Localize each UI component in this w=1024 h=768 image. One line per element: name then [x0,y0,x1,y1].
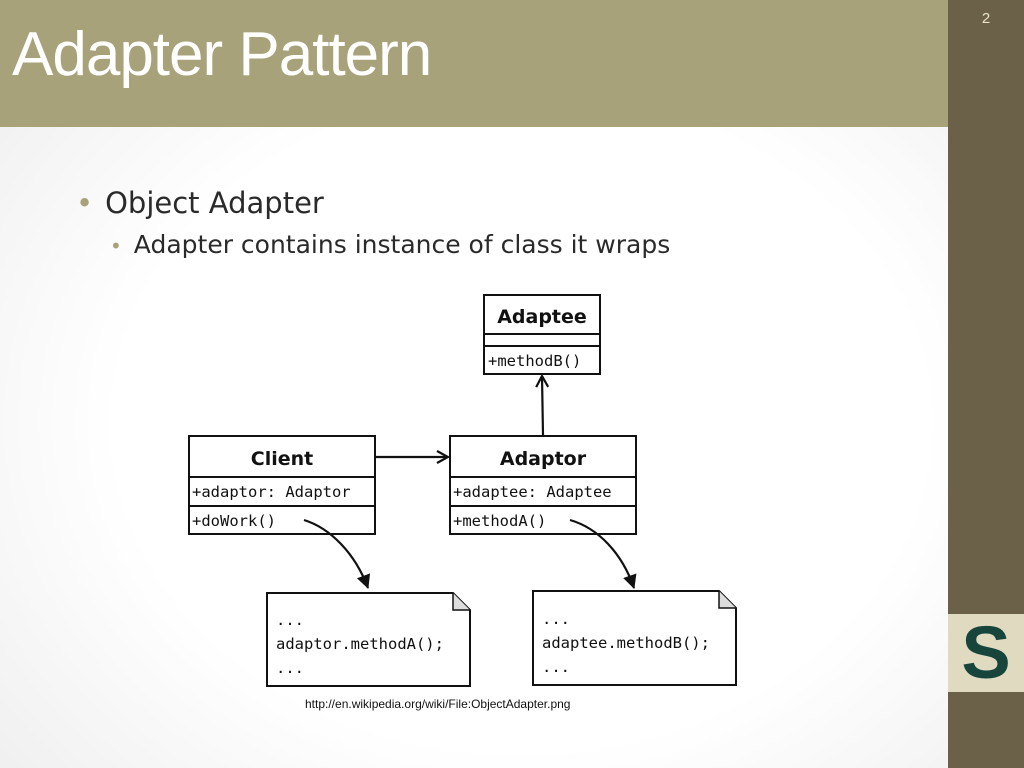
adaptor-method: +methodA() [453,512,546,530]
bullet-dot-icon: • [110,234,122,258]
adaptor-attribute: +adaptee: Adaptee [453,483,612,501]
client-method: +doWork() [192,512,276,530]
client-class: Client +adaptor: Adaptor +doWork() [188,435,376,535]
adaptee-name: Adaptee [497,306,587,328]
sub-bullet-text: Adapter contains instance of class it wr… [133,230,671,259]
spartan-logo: S [948,614,1024,692]
adaptor-note-line: adaptee.methodB(); [542,634,710,652]
adaptee-class: Adaptee +methodB() [483,294,601,375]
bullet-dot-icon: • [76,186,94,220]
client-note: ... adaptor.methodA(); ... [266,592,471,687]
bullet-level2: • Adapter contains instance of class it w… [110,230,670,259]
client-name: Client [251,448,313,470]
client-note-connector [303,518,371,589]
slide-canvas [0,0,948,768]
adaptor-name: Adaptor [500,448,587,470]
bullet-text: Object Adapter [105,186,324,220]
adaptor-class: Adaptor +adaptee: Adaptee +methodA() [449,435,637,535]
bullet-level1: • Object Adapter [76,186,324,220]
slide-title: Adapter Pattern [12,20,432,89]
uml-diagram: Adaptee +methodB() Client +adaptor: Adap… [188,294,737,687]
adaptor-note: ... adaptee.methodB(); ... [532,590,737,686]
logo-letter: S [961,611,1011,694]
image-source-caption: http://en.wikipedia.org/wiki/File:Object… [305,697,571,711]
client-attribute: +adaptor: Adaptor [192,483,351,501]
adaptor-note-connector [569,518,637,589]
slide-number: 2 [981,10,991,27]
adaptor-note-line: ... [542,658,570,676]
client-note-line: ... [276,611,304,629]
adaptee-method: +methodB() [488,352,581,370]
adaptor-to-adaptee-arrow [542,376,543,436]
title-band [0,0,948,127]
client-note-line: ... [276,659,304,677]
client-note-line: adaptor.methodA(); [276,635,444,653]
adaptor-note-line: ... [542,610,570,628]
